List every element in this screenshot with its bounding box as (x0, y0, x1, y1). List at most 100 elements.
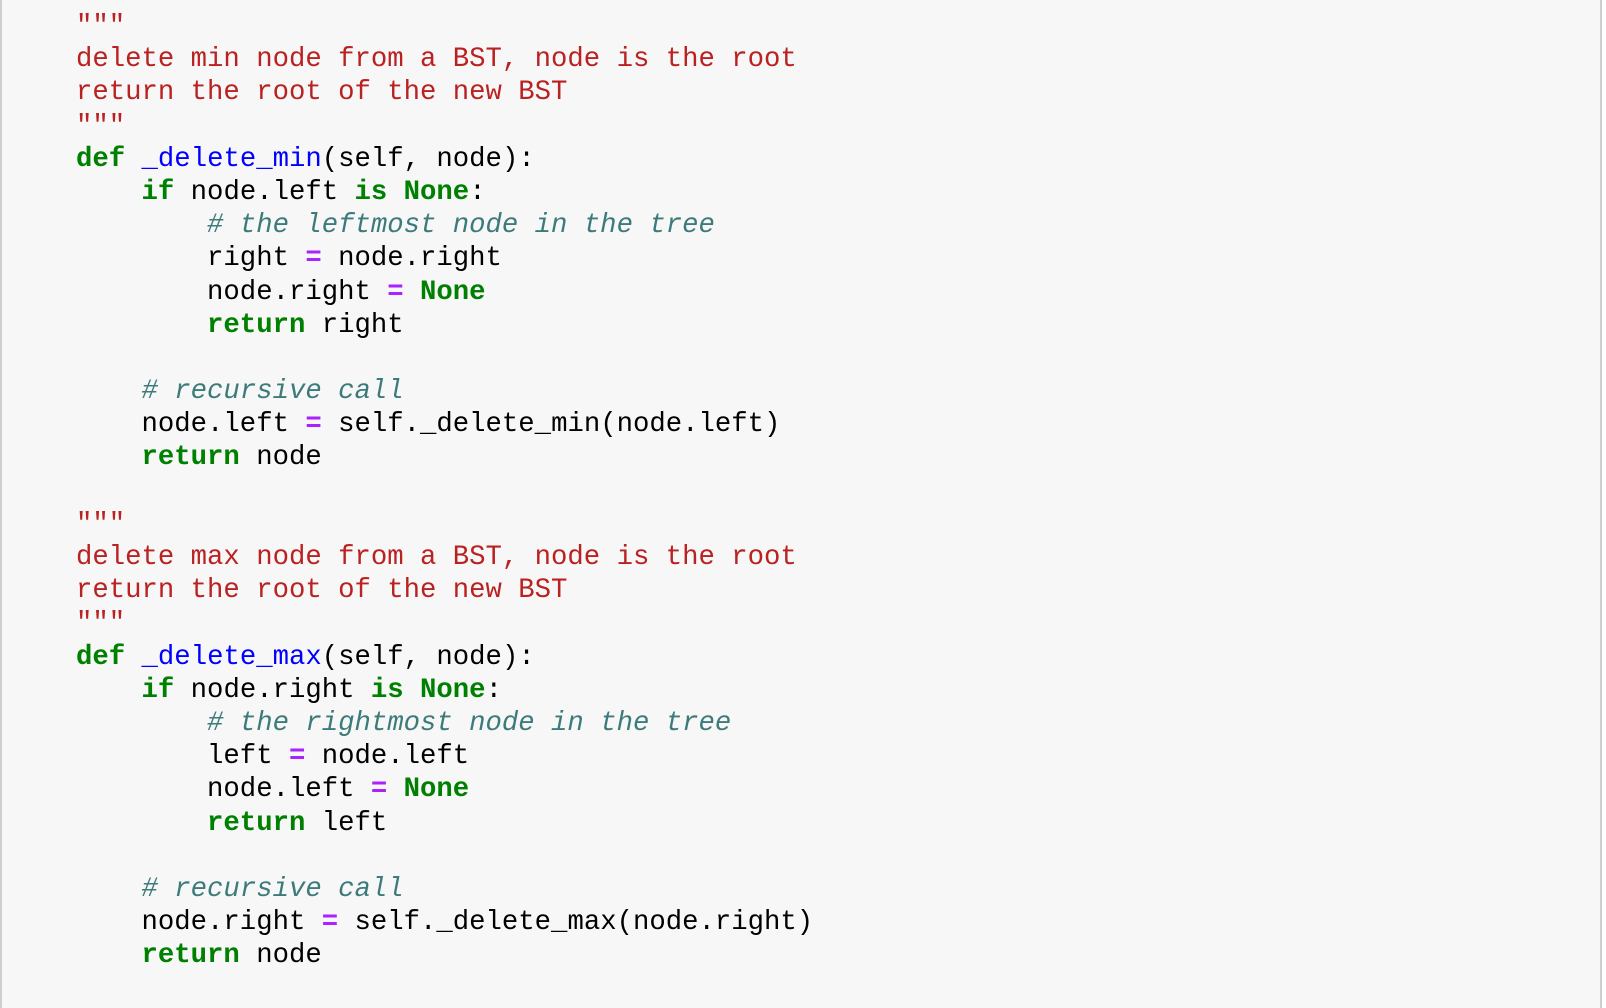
code-token (76, 675, 142, 706)
code-token (125, 144, 141, 175)
code-token: node.right (76, 907, 322, 939)
code-token: node (239, 940, 322, 972)
code-token: self._delete_max(node.right) (338, 907, 814, 939)
code-token (387, 177, 403, 208)
keyword-token: None (403, 176, 470, 208)
code-token (76, 808, 207, 839)
keyword-token: if (141, 674, 175, 706)
code-token (76, 210, 207, 241)
comment-token: # the rightmost node in the tree (207, 707, 732, 739)
code-line: return the root of the new BST (76, 574, 813, 607)
code-line: """ (76, 508, 813, 541)
keyword-token: return (141, 442, 240, 474)
code-line: return the root of the new BST (76, 76, 813, 109)
code-token (76, 940, 142, 971)
string-token: """ (76, 608, 126, 640)
code-token: node.right (174, 674, 371, 706)
string-token: delete min node from a BST, node is the … (76, 44, 797, 76)
comment-token: # recursive call (141, 873, 404, 905)
keyword-token: None (420, 276, 486, 308)
code-line: """ (76, 10, 813, 43)
keyword-token: return (207, 309, 306, 341)
code-line (76, 840, 813, 873)
code-token (387, 774, 403, 805)
string-token: return the root of the new BST (76, 575, 568, 607)
code-line: node.left = self._delete_min(node.left) (76, 408, 813, 441)
code-line: right = node.right (76, 242, 813, 275)
code-token (125, 642, 141, 673)
code-token (404, 675, 420, 706)
operator-token: = (305, 243, 322, 275)
code-line: # the rightmost node in the tree (76, 707, 813, 740)
code-token: (self, node): (321, 143, 535, 175)
code-token: node.left (76, 409, 306, 441)
code-line: # the leftmost node in the tree (76, 209, 813, 242)
string-token: """ (76, 11, 126, 42)
code-line: return right (76, 309, 813, 342)
string-token: return the root of the new BST (76, 77, 568, 109)
code-line: if node.right is None: (76, 674, 813, 707)
code-token: node (239, 442, 322, 474)
function-name-token: _delete_min (141, 143, 322, 175)
keyword-token: None (403, 774, 470, 806)
code-token: node.left (174, 176, 355, 208)
keyword-token: return (141, 940, 240, 972)
operator-token: = (288, 741, 306, 773)
code-token: : (485, 674, 502, 706)
code-token: node.left (305, 741, 470, 773)
operator-token: = (321, 907, 339, 939)
code-token: : (469, 176, 486, 208)
code-line: # recursive call (76, 375, 813, 408)
code-line: def _delete_max(self, node): (76, 641, 813, 674)
operator-token: = (387, 276, 404, 308)
keyword-token: def (76, 641, 126, 673)
code-line: node.left = None (76, 773, 813, 806)
code-token (76, 442, 142, 473)
code-line: return node (76, 441, 813, 474)
code-line: delete min node from a BST, node is the … (76, 43, 813, 76)
code-line: node.right = None (76, 276, 813, 309)
comment-token: # the leftmost node in the tree (207, 210, 715, 242)
keyword-token: is (370, 674, 404, 706)
string-token: delete max node from a BST, node is the … (76, 542, 797, 573)
code-token: right (305, 309, 404, 341)
code-token: self._delete_min(node.left) (321, 409, 781, 441)
code-token: left (76, 741, 289, 773)
code-token (76, 376, 142, 407)
code-line: """ (76, 607, 813, 640)
code-token (76, 177, 142, 208)
code-token (76, 310, 207, 341)
code-token: left (305, 807, 388, 839)
keyword-token: return (207, 807, 306, 839)
code-line: left = node.left (76, 740, 813, 773)
code-token: node.right (321, 243, 502, 275)
code-token: node.left (76, 774, 371, 806)
code-line: return left (76, 807, 813, 840)
code-line: def _delete_min(self, node): (76, 143, 813, 176)
code-line: if node.left is None: (76, 176, 813, 209)
operator-token: = (305, 409, 322, 441)
keyword-token: if (141, 176, 175, 208)
code-line: delete max node from a BST, node is the … (76, 541, 813, 574)
keyword-token: is (354, 176, 388, 208)
string-token: """ (76, 508, 126, 540)
function-name-token: _delete_max (141, 641, 322, 673)
code-line: # recursive call (76, 873, 813, 906)
string-token: """ (76, 110, 126, 142)
code-token (76, 874, 142, 905)
code-line (76, 475, 813, 508)
code-token (404, 277, 420, 308)
code-token (76, 708, 207, 739)
comment-token: # recursive call (141, 376, 404, 408)
code-editor[interactable]: """delete min node from a BST, node is t… (76, 10, 813, 972)
operator-token: = (370, 774, 388, 806)
code-line: return node (76, 939, 813, 972)
code-token: (self, node): (321, 641, 535, 673)
code-line: """ (76, 110, 813, 143)
keyword-token: None (420, 674, 486, 706)
keyword-token: def (76, 143, 126, 175)
code-line (76, 342, 813, 375)
code-token: right (76, 243, 306, 275)
code-token: node.right (76, 276, 388, 308)
